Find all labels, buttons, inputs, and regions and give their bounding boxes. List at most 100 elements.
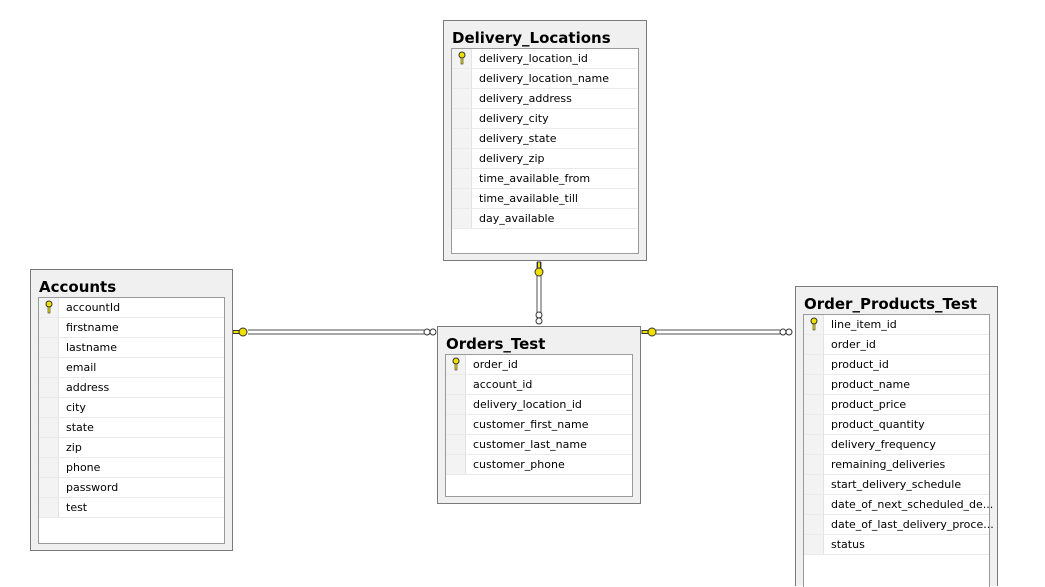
- row-selector[interactable]: [39, 338, 59, 357]
- column-row[interactable]: accountId: [39, 298, 224, 318]
- column-name: delivery_frequency: [831, 438, 936, 451]
- row-selector[interactable]: [39, 498, 59, 517]
- row-selector[interactable]: [804, 355, 824, 374]
- column-row[interactable]: date_of_last_delivery_proce...: [804, 515, 994, 535]
- row-selector[interactable]: [804, 455, 824, 474]
- row-selector[interactable]: [39, 478, 59, 497]
- column-name: order_id: [831, 338, 876, 351]
- row-selector[interactable]: [452, 129, 472, 148]
- key-icon: [232, 327, 248, 337]
- column-name: date_of_last_delivery_proce...: [831, 518, 994, 531]
- column-row[interactable]: email: [39, 358, 224, 378]
- column-row[interactable]: day_available: [452, 209, 638, 229]
- row-selector[interactable]: [804, 395, 824, 414]
- table-title: Accounts: [39, 278, 117, 296]
- column-row[interactable]: test: [39, 498, 224, 518]
- column-name: start_delivery_schedule: [831, 478, 962, 491]
- column-name: product_id: [831, 358, 889, 371]
- column-row[interactable]: password: [39, 478, 224, 498]
- column-row[interactable]: remaining_deliveries: [804, 455, 989, 475]
- row-selector[interactable]: [39, 358, 59, 377]
- infinity-icon: [423, 328, 437, 336]
- column-row[interactable]: time_available_from: [452, 169, 638, 189]
- column-row[interactable]: customer_first_name: [446, 415, 632, 435]
- column-name: order_id: [473, 358, 518, 371]
- column-name: accountId: [66, 301, 121, 314]
- column-row[interactable]: time_available_till: [452, 189, 638, 209]
- column-row[interactable]: lastname: [39, 338, 224, 358]
- row-selector[interactable]: [39, 418, 59, 437]
- orders-test-table[interactable]: Orders_Test order_id account_id delivery…: [437, 326, 641, 504]
- row-selector[interactable]: [804, 475, 824, 494]
- column-row[interactable]: delivery_zip: [452, 149, 638, 169]
- column-name: time_available_till: [479, 192, 578, 205]
- column-row[interactable]: status: [804, 535, 989, 555]
- column-row[interactable]: delivery_city: [452, 109, 638, 129]
- column-name: city: [66, 401, 86, 414]
- column-row[interactable]: product_quantity: [804, 415, 989, 435]
- row-selector[interactable]: [39, 318, 59, 337]
- column-row[interactable]: delivery_state: [452, 129, 638, 149]
- row-selector[interactable]: [804, 435, 824, 454]
- order-products-test-table[interactable]: Order_Products_Test line_item_id order_i…: [795, 286, 998, 587]
- column-row[interactable]: product_name: [804, 375, 989, 395]
- row-selector[interactable]: [804, 415, 824, 434]
- column-name: email: [66, 361, 97, 374]
- column-row[interactable]: account_id: [446, 375, 632, 395]
- key-icon: [810, 317, 818, 331]
- row-selector[interactable]: [39, 398, 59, 417]
- column-row[interactable]: product_price: [804, 395, 989, 415]
- row-selector[interactable]: [39, 438, 59, 457]
- column-row[interactable]: order_id: [804, 335, 989, 355]
- row-selector[interactable]: [452, 109, 472, 128]
- column-row[interactable]: phone: [39, 458, 224, 478]
- column-name: status: [831, 538, 865, 551]
- column-row[interactable]: customer_last_name: [446, 435, 632, 455]
- row-selector[interactable]: [446, 375, 466, 394]
- column-name: customer_first_name: [473, 418, 589, 431]
- column-row[interactable]: delivery_location_id: [452, 49, 638, 69]
- column-row[interactable]: delivery_address: [452, 89, 638, 109]
- column-row[interactable]: date_of_next_scheduled_de...: [804, 495, 993, 515]
- column-name: customer_phone: [473, 458, 565, 471]
- column-row[interactable]: delivery_location_name: [452, 69, 638, 89]
- column-name: delivery_location_id: [473, 398, 582, 411]
- column-row[interactable]: address: [39, 378, 224, 398]
- row-selector[interactable]: [452, 169, 472, 188]
- row-selector[interactable]: [804, 535, 824, 554]
- table-title: Order_Products_Test: [804, 295, 978, 313]
- column-row[interactable]: firstname: [39, 318, 224, 338]
- column-row[interactable]: line_item_id: [804, 315, 989, 335]
- row-selector[interactable]: [452, 209, 472, 228]
- column-row[interactable]: customer_phone: [446, 455, 632, 475]
- delivery-locations-table[interactable]: Delivery_Locations delivery_location_id …: [443, 20, 647, 261]
- row-selector[interactable]: [446, 455, 466, 474]
- row-selector[interactable]: [39, 378, 59, 397]
- row-selector[interactable]: [804, 495, 824, 514]
- column-row[interactable]: delivery_frequency: [804, 435, 989, 455]
- column-row[interactable]: order_id: [446, 355, 632, 375]
- row-selector[interactable]: [446, 435, 466, 454]
- column-row[interactable]: start_delivery_schedule: [804, 475, 989, 495]
- column-row[interactable]: state: [39, 418, 224, 438]
- row-selector[interactable]: [452, 69, 472, 88]
- row-selector[interactable]: [804, 335, 824, 354]
- column-name: password: [66, 481, 119, 494]
- row-selector[interactable]: [446, 415, 466, 434]
- column-name: time_available_from: [479, 172, 591, 185]
- column-row[interactable]: city: [39, 398, 224, 418]
- accounts-table[interactable]: Accounts accountId firstname lastname em…: [30, 269, 233, 551]
- row-selector[interactable]: [452, 149, 472, 168]
- column-list: line_item_id order_id product_id product…: [803, 314, 994, 587]
- column-row[interactable]: product_id: [804, 355, 989, 375]
- column-row[interactable]: delivery_location_id: [446, 395, 632, 415]
- row-selector[interactable]: [804, 375, 824, 394]
- row-selector[interactable]: [804, 515, 824, 534]
- row-selector[interactable]: [446, 395, 466, 414]
- row-selector[interactable]: [452, 189, 472, 208]
- row-selector[interactable]: [39, 458, 59, 477]
- table-title: Delivery_Locations: [452, 29, 611, 47]
- row-selector[interactable]: [452, 89, 472, 108]
- column-row[interactable]: zip: [39, 438, 224, 458]
